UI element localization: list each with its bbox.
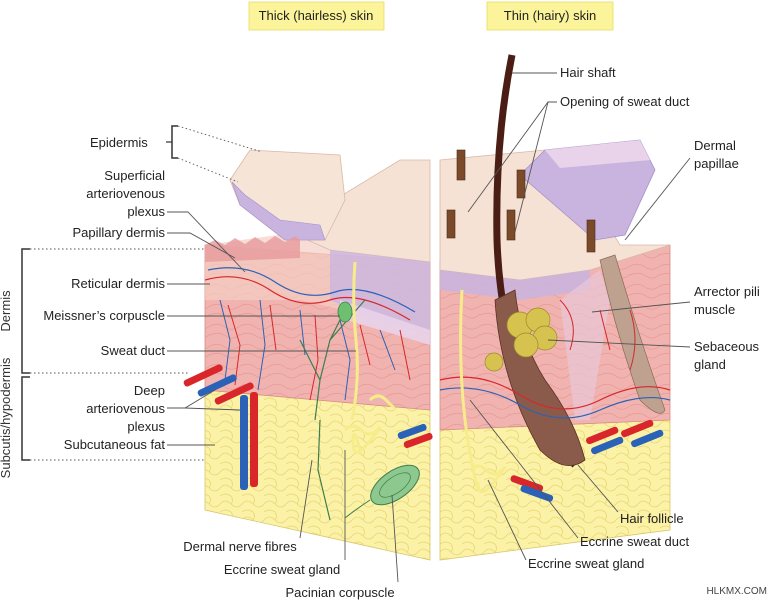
label-eccrine-sweat-gland-right: Eccrine sweat gland: [528, 556, 644, 571]
leader-hair-follicle: [577, 464, 619, 513]
label-eccrine-sweat-duct: Eccrine sweat duct: [580, 534, 689, 549]
leader-eccrine-sweat-duct: [469, 399, 579, 539]
label-subcutaneous-fat: Subcutaneous fat: [64, 437, 166, 452]
leader-sebaceous-gland: [547, 339, 691, 348]
label-meissners-corpuscle: Meissner’s corpuscle: [43, 308, 165, 323]
leader-dermal-papillae: [624, 157, 691, 241]
svg-text:gland: gland: [694, 357, 726, 372]
header-thick-skin: Thick (hairless) skin: [248, 1, 385, 31]
leader-nerve-fibres: [299, 459, 313, 539]
meissners-corpuscle-shape: [337, 301, 353, 323]
header-thick-label: Thick (hairless) skin: [259, 8, 374, 23]
label-deep-av-plexus: Deep arteriovenous plexus: [86, 383, 165, 434]
label-hair-shaft: Hair shaft: [560, 65, 616, 80]
watermark: HLKMX.COM: [706, 586, 767, 597]
leader-superficial-plexus: [167, 211, 246, 273]
svg-text:Deep: Deep: [134, 383, 165, 398]
leader-deep-plexus-b: [184, 407, 241, 411]
subcutis-vertical-label: Subcutis/hypodermis: [0, 357, 13, 478]
svg-text:Superficial: Superficial: [104, 168, 165, 183]
nerve-fibres: [299, 299, 366, 521]
leader-opening-sweat-duct-b: [514, 101, 549, 233]
thin-skin-block: [439, 54, 671, 561]
arrector-pili-shape: [560, 270, 610, 420]
thin-deep-vessels: [510, 419, 664, 502]
thick-skin-block: [183, 149, 433, 561]
leader-arrector-pili: [591, 301, 691, 313]
label-dermal-papillae: Dermal papillae: [694, 138, 739, 171]
dermis-vertical-label: Dermis: [0, 290, 13, 332]
sweat-duct-shape: [350, 261, 359, 421]
dermis-bracket: Dermis: [0, 248, 205, 374]
svg-text:Arrector pili: Arrector pili: [694, 284, 760, 299]
sebaceous-gland-shape: [484, 307, 558, 372]
label-arrector-pili: Arrector pili muscle: [694, 284, 760, 317]
svg-text:plexus: plexus: [127, 204, 165, 219]
svg-text:papillae: papillae: [694, 156, 739, 171]
label-opening-sweat-duct: Opening of sweat duct: [560, 94, 690, 109]
label-superficial-av-plexus: Superficial arteriovenous plexus: [86, 168, 165, 219]
header-thin-skin: Thin (hairy) skin: [486, 1, 614, 31]
label-reticular-dermis: Reticular dermis: [71, 276, 165, 291]
pacinian-corpuscle-shape: [370, 464, 420, 506]
deep-vessels: [183, 364, 433, 490]
svg-text:Sebaceous: Sebaceous: [694, 339, 760, 354]
leader-eccrine-sweat-gland-right: [487, 479, 527, 561]
leader-papillary-dermis: [167, 232, 236, 259]
label-papillary-dermis: Papillary dermis: [73, 225, 166, 240]
svg-text:plexus: plexus: [127, 419, 165, 434]
label-eccrine-sweat-gland-left: Eccrine sweat gland: [224, 562, 340, 577]
label-sweat-duct: Sweat duct: [101, 343, 166, 358]
label-epidermis: Epidermis: [90, 135, 148, 150]
epidermis-bracket: [166, 125, 263, 183]
label-hair-follicle: Hair follicle: [620, 511, 684, 526]
label-pacinian-corpuscle: Pacinian corpuscle: [285, 585, 394, 600]
leader-pacinian: [391, 494, 399, 583]
svg-text:Dermal: Dermal: [694, 138, 736, 153]
subcutis-bracket: Subcutis/hypodermis: [0, 357, 205, 478]
svg-text:arteriovenous: arteriovenous: [86, 401, 165, 416]
svg-text:muscle: muscle: [694, 302, 735, 317]
label-sebaceous-gland: Sebaceous gland: [694, 339, 760, 372]
header-thin-label: Thin (hairy) skin: [504, 8, 596, 23]
svg-text:arteriovenous: arteriovenous: [86, 186, 165, 201]
label-dermal-nerve-fibres: Dermal nerve fibres: [183, 539, 297, 554]
